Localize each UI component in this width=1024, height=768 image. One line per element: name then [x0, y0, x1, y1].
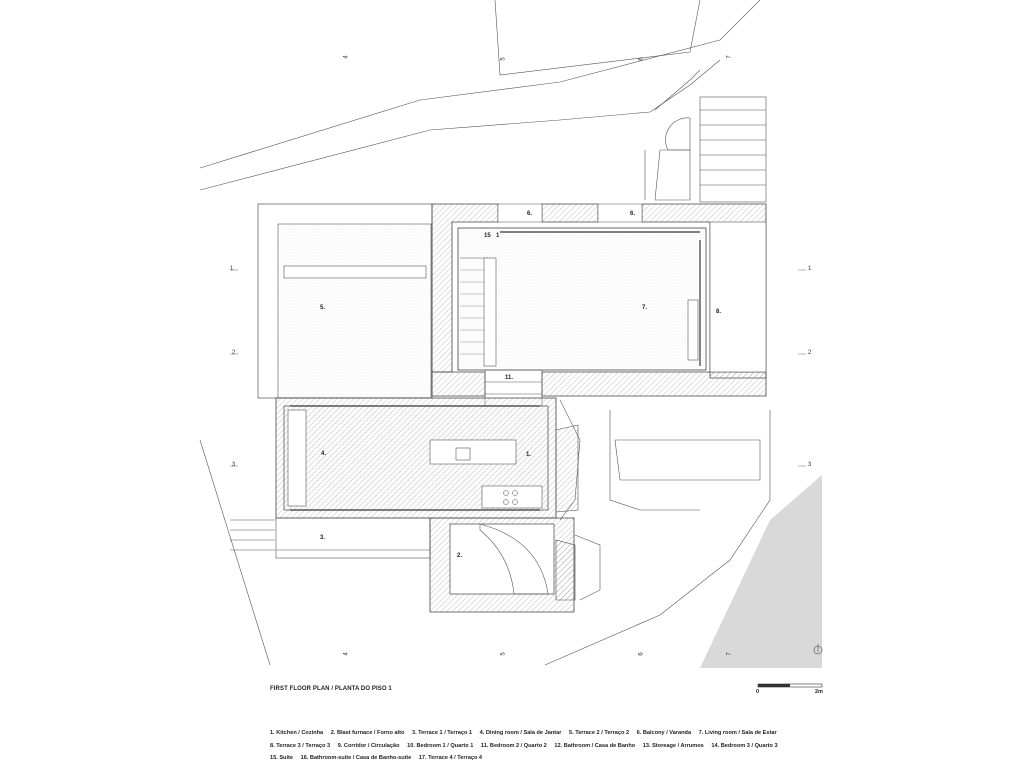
room-label-kitchen: 1.: [526, 452, 532, 458]
room-label-dining-room: 4.: [321, 451, 327, 457]
scale-start-label: 0: [756, 689, 760, 695]
room-label-suite: 15: [484, 233, 491, 239]
grid-label-top-7: 7: [726, 55, 733, 59]
terrace-1: [275, 517, 431, 559]
legend-item: 8. Terrace 3 / Terraço 3: [270, 742, 331, 749]
living-block: [431, 203, 767, 397]
grid-label-left-2: 2: [232, 350, 236, 356]
grid-ticks: [230, 269, 806, 467]
room-label-living-room: 7.: [642, 305, 648, 311]
legend-item: 15. Suite: [270, 755, 294, 761]
legend-item: 11. Bedroom 2 / Quarto 2: [480, 742, 547, 749]
legend-item: 9. Corridor / Circulação: [337, 742, 400, 749]
grid-label-top-5: 5: [500, 57, 507, 61]
drawing-title: FIRST FLOOR PLAN / PLANTA DO PISO 1: [270, 686, 392, 692]
blast-furnace: [429, 517, 576, 613]
legend-item: 7. Living room / Sala de Estar: [698, 730, 777, 736]
grid-label-top-4: 4: [343, 55, 350, 59]
terrace-2: [257, 203, 433, 399]
scale-end-label: 2m: [815, 689, 823, 695]
room-legend: 1. Kitchen / Cozinha 2. Blast furnace / …: [270, 727, 830, 765]
grid-label-bottom-6: 6: [638, 652, 645, 656]
grid-label-right-3: 3: [808, 462, 812, 468]
room-label-balcony-2: 6.: [630, 211, 636, 217]
legend-item: 6. Balcony / Varanda: [636, 730, 692, 736]
room-label-blast-furnace: 2.: [457, 553, 463, 559]
room-label-terrace-2: 5.: [320, 305, 326, 311]
legend-item: 3. Terrace 1 / Terraço 1: [411, 730, 473, 736]
legend-item: 10. Bedroom 1 / Quarto 1: [407, 742, 474, 749]
site-lines: [199, 0, 771, 666]
legend-item: 17. Terrace 4 / Terraço 4: [418, 755, 483, 761]
grid-label-bottom-7: 7: [726, 652, 733, 656]
room-label-terrace-1: 3.: [320, 535, 326, 541]
kitchen-dining-block: [275, 397, 557, 519]
legend-item: 12. Bathroom / Casa de Banho: [554, 742, 636, 749]
room-label-kitchen-ref: 1: [496, 233, 500, 239]
side-stair: [555, 424, 579, 513]
grid-label-bottom-4: 4: [343, 652, 350, 656]
legend-item: 5. Terrace 2 / Terraço 2: [568, 730, 630, 736]
grid-label-bottom-5: 5: [500, 652, 507, 656]
room-label-bedroom-2: 11.: [505, 375, 514, 381]
legend-item: 13. Storeage / Arrumos: [642, 742, 704, 749]
room-label-terrace-3: 8.: [716, 309, 722, 315]
north-arrow-icon: [813, 644, 823, 655]
legend-item: 16. Bathroom-suite / Casa de Banho-suite: [300, 755, 412, 761]
grid-label-left-1: 1: [230, 266, 234, 272]
room-label-balcony-1: 6.: [527, 211, 533, 217]
legend-item: 14. Bedroom 3 / Quarto 3: [711, 742, 778, 749]
grid-label-top-6: 6: [638, 57, 645, 61]
legend-item: 2. Blast furnace / Forno alto: [330, 730, 405, 736]
legend-item: 4. Dining room / Sala de Jantar: [479, 730, 562, 736]
grid-label-right-2: 2: [808, 350, 812, 356]
grid-label-left-3: 3: [232, 462, 236, 468]
terrain-fill: [700, 475, 822, 668]
scale-bar: [757, 683, 823, 688]
grid-label-right-1: 1: [808, 266, 812, 272]
legend-item: 1. Kitchen / Cozinha: [270, 730, 324, 736]
